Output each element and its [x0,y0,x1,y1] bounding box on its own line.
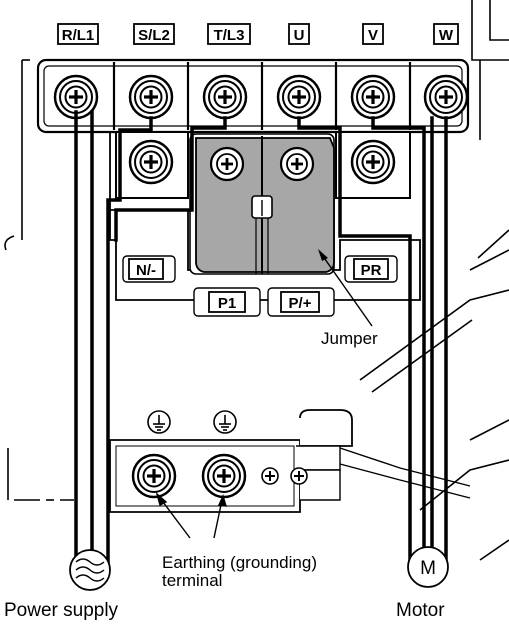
terminal-u-text: U [294,27,305,44]
earthing-label-line2: terminal [162,571,222,590]
jumper-callout: Jumper [318,249,378,348]
inverter-housing [4,0,509,561]
terminal-label-v: V [362,23,384,45]
power-supply-label: Power supply [4,600,119,621]
motor-icon: M [407,546,449,588]
terminal-labels-top: R/L1 S/L2 T/L3 U V W [57,23,459,45]
terminal-label-w: W [433,23,459,45]
terminal-label-sl2: S/L2 [133,23,175,45]
terminal-pplus-text: P/+ [289,295,312,312]
wiring [74,110,448,572]
ground-icon [147,410,171,434]
terminal-sl2-text: S/L2 [138,27,170,44]
terminal-label-rl1: R/L1 [57,23,99,45]
terminal-labels-mid: N/- PR [122,255,398,283]
terminal-labels-bottom: P1 P/+ [193,287,335,317]
screw-icon [290,467,308,485]
ac-wave-icon [69,549,111,591]
motor-symbol-text: M [420,558,436,579]
terminal-label-tl3: T/L3 [207,23,251,45]
motor-label: Motor [396,600,445,621]
terminal-n-text: N/- [136,262,156,279]
terminal-rl1-text: R/L1 [62,27,95,44]
earthing-callout-arrows [155,491,227,539]
earthing-label-line1: Earthing (grounding) [162,553,317,572]
terminal-p1-text: P1 [218,295,236,312]
jumper-label: Jumper [321,329,378,348]
terminal-tl3-text: T/L3 [214,27,245,44]
screw-icon [261,467,279,485]
terminal-label-u: U [288,23,310,45]
terminal-v-text: V [368,27,378,44]
terminal-pr-text: PR [361,262,382,279]
ground-icon [213,410,237,434]
earthing-terminal-block [109,409,471,513]
terminal-w-text: W [439,27,454,44]
